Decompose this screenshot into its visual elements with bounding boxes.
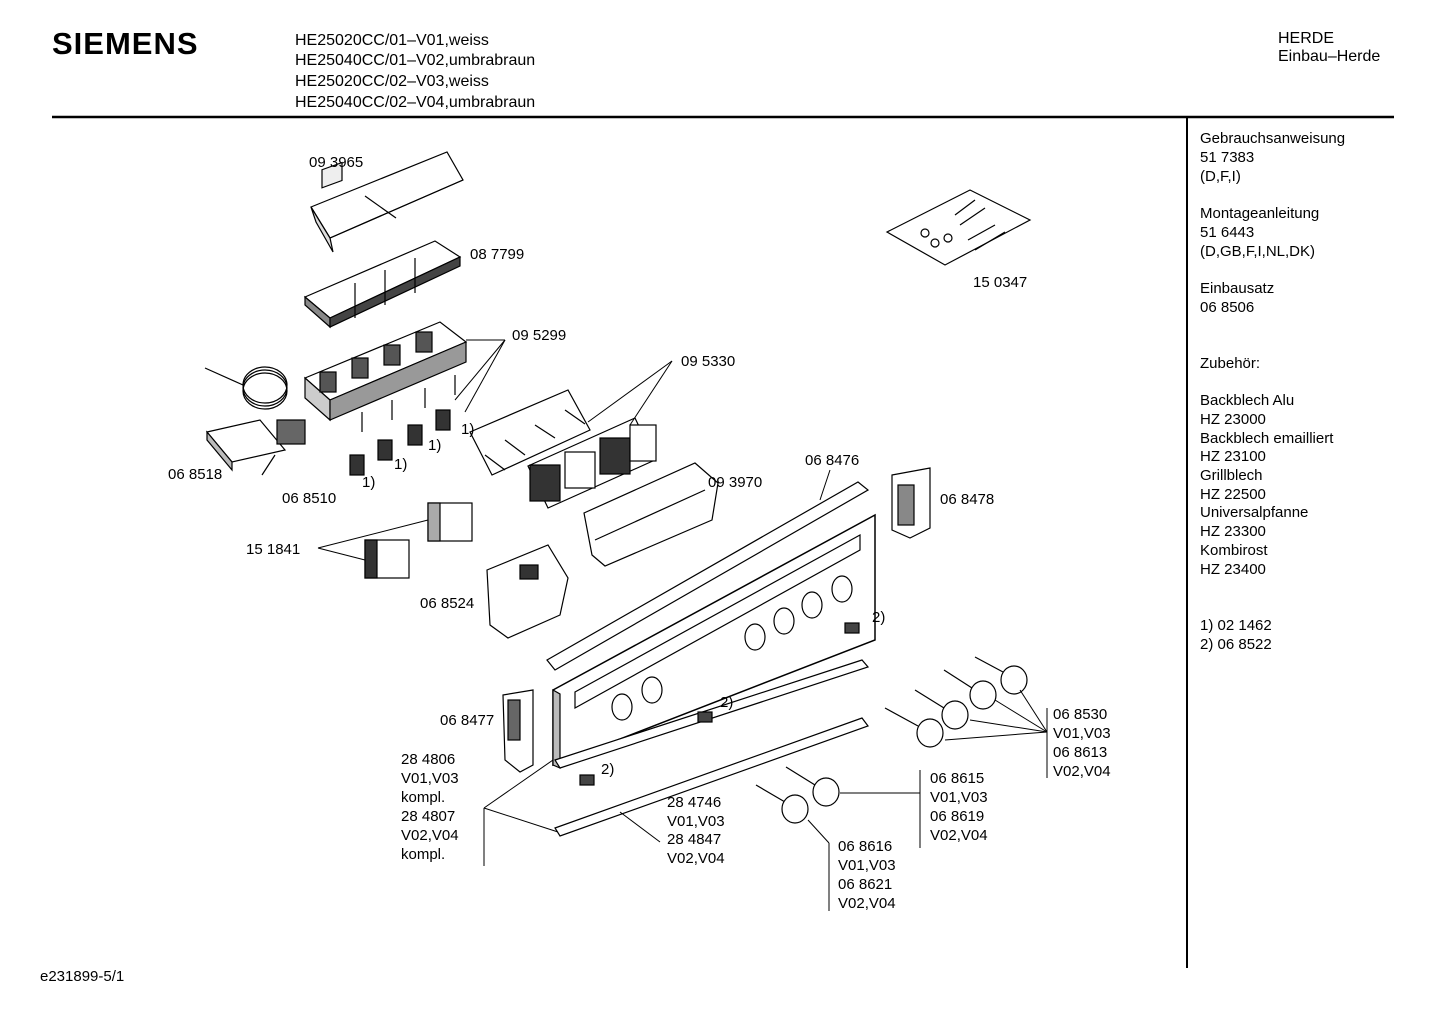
brand-logo: SIEMENS: [52, 26, 199, 61]
footnote-marker-1: 1): [394, 456, 408, 473]
label-095299: 09 5299: [512, 327, 567, 344]
model-line-2: HE25040CC/01–V02,umbrabraun: [295, 52, 536, 69]
knob-group-b-line: 06 8615: [930, 770, 985, 787]
knob-group-c-line: V01,V03: [838, 857, 896, 874]
leader-lines: [317, 339, 1048, 911]
strip-group-line: 28 4847: [667, 831, 722, 848]
panel-group-line: V02,V04: [401, 827, 459, 844]
label-068510: 06 8510: [282, 490, 337, 507]
manual-languages: (D,F,I): [1200, 168, 1241, 185]
accessory-line: Backblech Alu: [1200, 392, 1295, 409]
strip-group-line: 28 4746: [667, 794, 722, 811]
model-line-1: HE25020CC/01–V01,weiss: [295, 32, 489, 49]
panel-group-line: V01,V03: [401, 770, 459, 787]
accessory-line: Universalpfanne: [1200, 504, 1309, 521]
part-tray-093965: [310, 151, 464, 253]
label-151841: 15 1841: [246, 541, 301, 558]
accessory-line: HZ 22500: [1200, 486, 1266, 503]
part-knobs-group-a: [884, 656, 1028, 748]
part-lamp-151841: [364, 502, 473, 579]
label-068478: 06 8478: [940, 491, 995, 508]
label-068476: 06 8476: [805, 452, 860, 469]
subcategory-label: Einbau–Herde: [1278, 48, 1381, 65]
accessory-line: HZ 23100: [1200, 448, 1266, 465]
kit-title: Einbausatz: [1200, 280, 1275, 297]
mounting-languages: (D,GB,F,I,NL,DK): [1200, 243, 1316, 260]
knob-group-b-line: V02,V04: [930, 827, 988, 844]
knob-group-a-line: V02,V04: [1053, 763, 1111, 780]
footnote-marker-1: 1): [362, 474, 376, 491]
category-label: HERDE: [1278, 30, 1335, 47]
label-068518: 06 8518: [168, 466, 223, 483]
document-code: e231899-5/1: [40, 968, 125, 985]
model-line-4: HE25040CC/02–V04,umbrabraun: [295, 94, 536, 111]
accessory-line: HZ 23300: [1200, 523, 1266, 540]
strip-group-line: V02,V04: [667, 850, 725, 867]
part-thermostat-068518: [204, 366, 306, 476]
part-knobs-group-b: [755, 766, 840, 824]
footnote-marker-1: 1): [461, 421, 475, 438]
knob-group-a-line: V01,V03: [1053, 725, 1111, 742]
part-side-bracket-068478: [891, 467, 931, 539]
accessory-line: Kombirost: [1200, 542, 1268, 559]
part-screw-bag-150347: [885, 189, 1032, 266]
panel-group-line: 28 4806: [401, 751, 456, 768]
footnote-2: 2) 06 8522: [1200, 636, 1272, 653]
manual-title: Gebrauchsanweisung: [1200, 130, 1346, 147]
part-control-panel: [552, 513, 876, 769]
label-093970: 09 3970: [708, 474, 763, 491]
panel-group-line: kompl.: [401, 789, 446, 806]
knob-group-c-line: 06 8621: [838, 876, 893, 893]
part-bracket-093970: [583, 462, 719, 567]
panel-group-line: kompl.: [401, 846, 446, 863]
label-093965: 09 3965: [309, 154, 364, 171]
part-strip-068476: [546, 481, 870, 671]
footnote-1: 1) 02 1462: [1200, 617, 1272, 634]
footnote-marker-2: 2): [872, 609, 886, 626]
footnote-marker-2: 2): [601, 761, 615, 778]
knob-group-a-line: 06 8613: [1053, 744, 1108, 761]
label-095330: 09 5330: [681, 353, 736, 370]
knob-group-c-line: V02,V04: [838, 895, 896, 912]
part-switch-pins: [349, 409, 451, 476]
knob-group-b-line: 06 8619: [930, 808, 985, 825]
part-clips: [579, 622, 860, 786]
footnote-marker-1: 1): [428, 437, 442, 454]
knob-group-c-line: 06 8616: [838, 838, 893, 855]
strip-group-line: V01,V03: [667, 813, 725, 830]
mounting-number: 51 6443: [1200, 224, 1255, 241]
label-068524: 06 8524: [420, 595, 475, 612]
panel-group-line: 28 4807: [401, 808, 456, 825]
accessories-title: Zubehör:: [1200, 355, 1261, 372]
part-switch-block-095299: [303, 321, 468, 432]
mounting-title: Montageanleitung: [1200, 205, 1320, 222]
footnote-marker-2: 2): [720, 694, 734, 711]
part-bracket-068524: [486, 544, 569, 639]
accessory-line: HZ 23000: [1200, 411, 1266, 428]
label-068477: 06 8477: [440, 712, 495, 729]
manual-number: 51 7383: [1200, 149, 1255, 166]
kit-number: 06 8506: [1200, 299, 1255, 316]
model-line-3: HE25020CC/02–V03,weiss: [295, 73, 489, 90]
label-150347: 15 0347: [973, 274, 1028, 291]
part-cable-bracket-095330: [469, 389, 657, 509]
accessory-line: Backblech emailliert: [1200, 430, 1334, 447]
knob-group-a-line: 06 8530: [1053, 706, 1108, 723]
knob-group-b-line: V01,V03: [930, 789, 988, 806]
part-side-bracket-068477: [502, 689, 534, 773]
part-frame-087799: [303, 161, 462, 329]
accessory-line: HZ 23400: [1200, 561, 1266, 578]
label-087799: 08 7799: [470, 246, 525, 263]
accessory-line: Grillblech: [1200, 467, 1263, 484]
